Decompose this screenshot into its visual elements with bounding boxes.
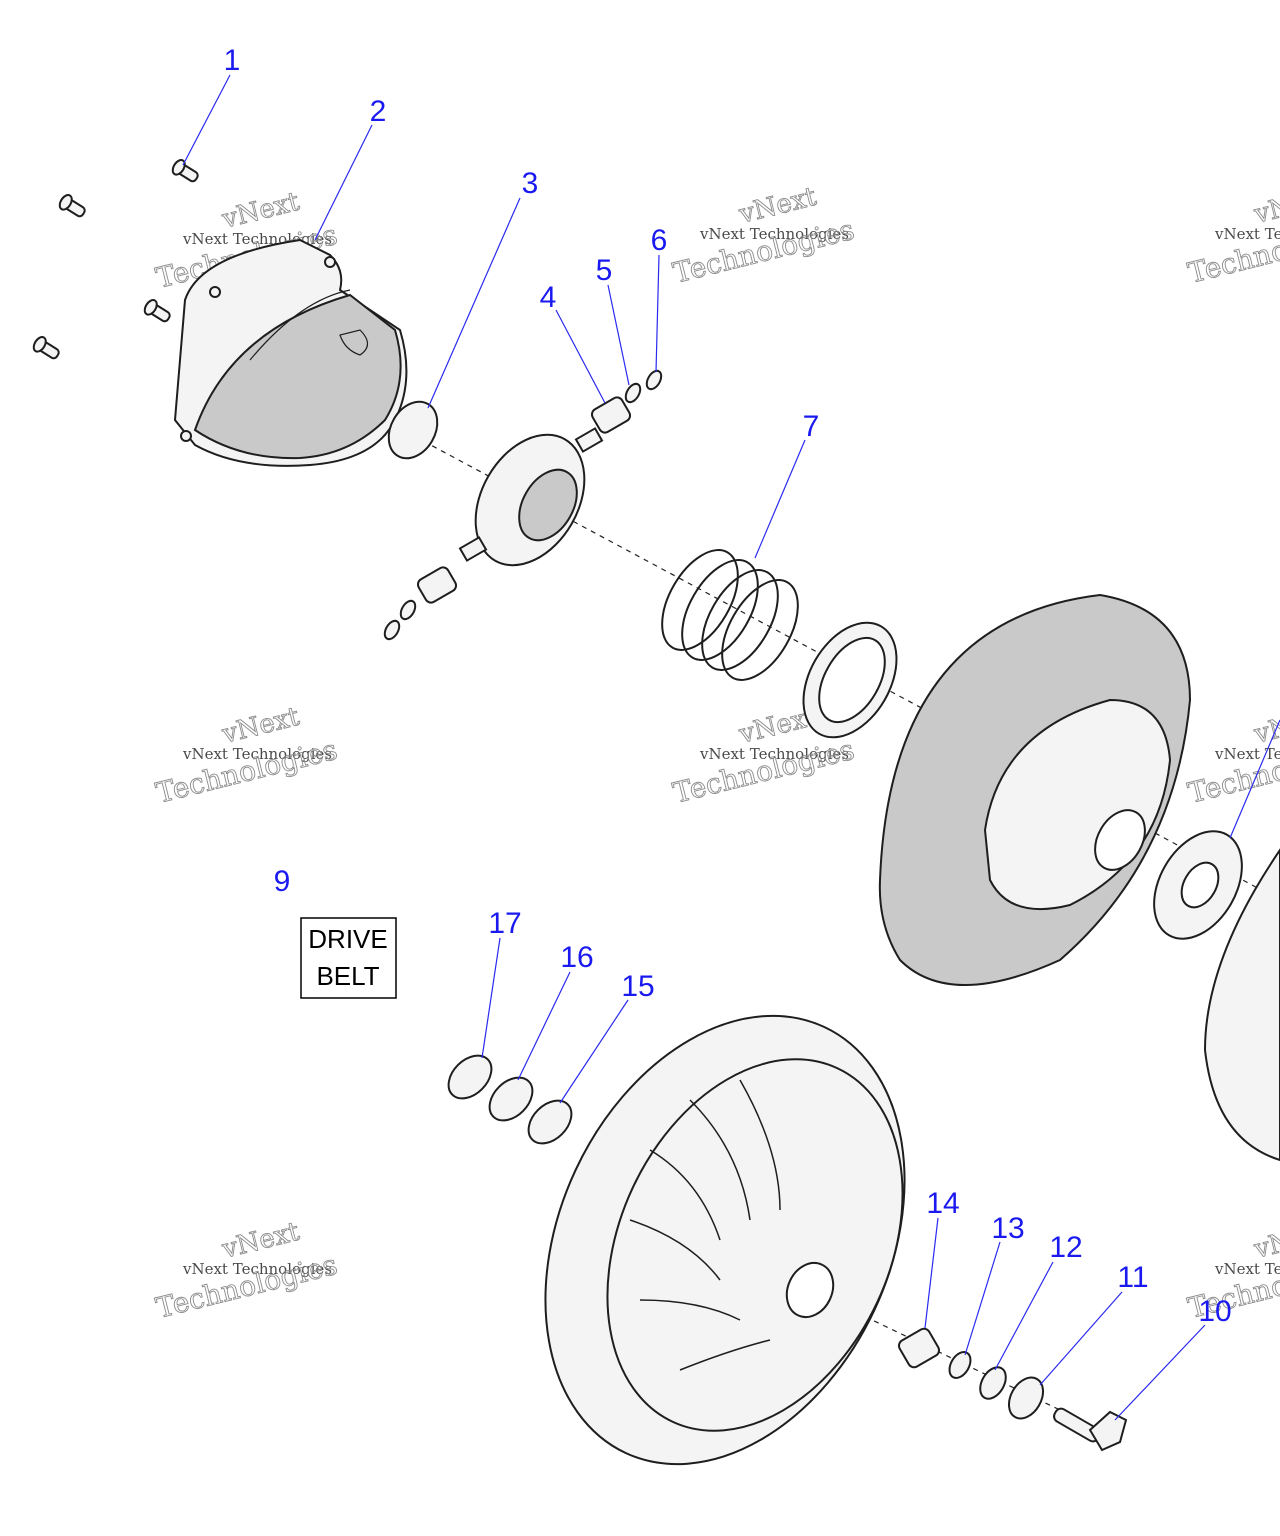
drive-belt-line-2: BELT — [316, 961, 379, 991]
callout-labels: 1 2 3 4 5 6 7 9 10 11 12 13 14 15 16 17 — [224, 44, 1232, 1328]
watermark-small: vNext Technologies — [182, 745, 332, 763]
bushing-part-14 — [897, 1327, 941, 1369]
watermark-small: vNext Technologies — [699, 225, 849, 243]
roller-part-4 — [590, 396, 632, 434]
clip-part-6 — [645, 369, 663, 391]
watermark: vNext vNext Technologies Technologies — [669, 181, 858, 290]
callout-5: 5 — [596, 254, 613, 287]
roller-lower — [416, 566, 458, 604]
callout-10: 10 — [1198, 1295, 1231, 1328]
fixed-sheave-partial — [1203, 848, 1280, 1162]
o-ring-part-15 — [527, 1099, 573, 1145]
watermark-small: vNext Technologies — [1214, 225, 1280, 243]
screw-set — [32, 159, 199, 360]
watermark: vNext vNext Technologies Technologies — [152, 1216, 341, 1325]
callout-2: 2 — [370, 95, 387, 128]
watermark-small: vNext Technologies — [182, 1260, 332, 1278]
callout-3: 3 — [522, 167, 539, 200]
movable-sheave — [878, 593, 1192, 986]
flat-washer — [1153, 830, 1243, 940]
callout-7: 7 — [803, 410, 820, 443]
fixed-sheave — [544, 1014, 906, 1466]
washer-part-13 — [948, 1351, 972, 1379]
callout-12: 12 — [1049, 1231, 1082, 1264]
bolt-part-10 — [1053, 1407, 1128, 1452]
spring — [661, 549, 799, 681]
spacer-ring — [802, 621, 898, 739]
watermark-small: vNext Technologies — [699, 745, 849, 763]
callout-4: 4 — [540, 281, 557, 314]
callout-17: 17 — [488, 907, 521, 940]
watermark: vNext vNext Technologies Technologies — [1184, 701, 1280, 810]
cover-housing — [173, 238, 408, 467]
callout-14: 14 — [926, 1187, 959, 1220]
drive-belt-line-1: DRIVE — [308, 924, 387, 954]
washer-lower — [399, 599, 417, 621]
callout-11: 11 — [1117, 1261, 1148, 1294]
watermark-big-top: vNext — [1250, 1217, 1280, 1265]
watermark: vNext vNext Technologies Technologies — [152, 701, 341, 810]
watermark: vNext vNext Technologies Technologies — [1184, 181, 1280, 290]
washer-part-12 — [979, 1366, 1007, 1400]
watermark-big-top: vNext — [1250, 182, 1280, 230]
callout-13: 13 — [991, 1212, 1024, 1245]
drive-belt-label-box: DRIVE BELT — [300, 917, 397, 999]
o-ring-part-16 — [488, 1076, 534, 1122]
callout-16: 16 — [560, 941, 593, 974]
washer-part-5 — [624, 382, 642, 404]
washer-part-11 — [1007, 1376, 1045, 1420]
watermark-small: vNext Technologies — [1214, 1260, 1280, 1278]
spider-hub — [458, 427, 604, 567]
callout-6: 6 — [651, 224, 668, 257]
clip-lower — [383, 619, 401, 641]
leader-lines — [182, 74, 1280, 1421]
watermark-big-top: vNext — [1250, 702, 1280, 750]
callout-1: 1 — [224, 44, 241, 77]
callout-15: 15 — [621, 970, 654, 1003]
callout-9: 9 — [274, 865, 291, 898]
o-ring-part-17 — [447, 1054, 493, 1100]
retaining-ring — [387, 400, 439, 460]
